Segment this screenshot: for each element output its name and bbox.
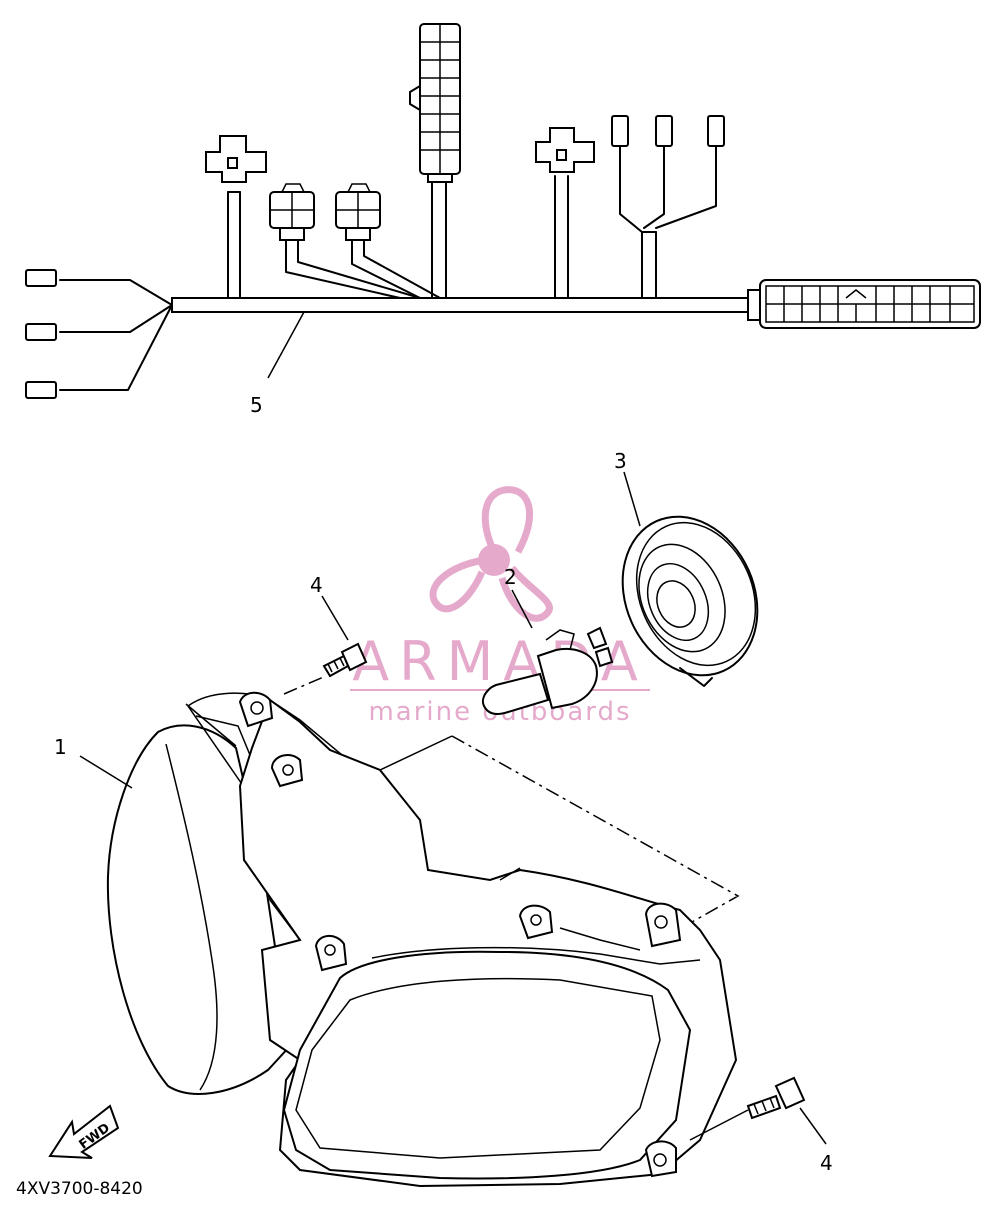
callout-3: 3 bbox=[614, 449, 627, 473]
propeller-logo-icon bbox=[429, 486, 553, 622]
harness-terminal-connectors-left bbox=[25, 269, 57, 399]
callout-4-lower: 4 bbox=[820, 1151, 833, 1175]
callout-2: 2 bbox=[504, 565, 517, 589]
alignment-line bbox=[283, 675, 327, 695]
headlight-bulb bbox=[482, 626, 614, 715]
fwd-arrow-icon: FWD bbox=[48, 1104, 120, 1159]
leader-line-5 bbox=[267, 311, 305, 379]
callout-1: 1 bbox=[54, 735, 67, 759]
headlight-assembly bbox=[106, 691, 738, 1188]
leader-line-4-lower bbox=[799, 1107, 827, 1145]
callout-4-upper: 4 bbox=[310, 573, 323, 597]
screw-lower bbox=[746, 1076, 806, 1120]
harness-multi-pin-connector-tall bbox=[409, 23, 461, 183]
alignment-line-bulb bbox=[451, 735, 740, 923]
harness-coupler-right bbox=[535, 127, 595, 173]
harness-multi-pin-connector-wide bbox=[747, 279, 981, 329]
harness-coupler-left bbox=[205, 135, 267, 183]
leader-line-3 bbox=[623, 471, 641, 527]
bulb-cover bbox=[621, 515, 759, 687]
harness-coupler-pair bbox=[269, 183, 381, 241]
harness-spade-connectors bbox=[611, 115, 725, 147]
part-code: 4XV3700-8420 bbox=[16, 1179, 143, 1199]
leader-line-4-upper bbox=[321, 595, 349, 641]
leader-line-2 bbox=[511, 589, 533, 629]
leader-line-1 bbox=[79, 755, 133, 789]
screw-upper bbox=[322, 642, 368, 678]
callout-5: 5 bbox=[250, 393, 263, 417]
wire-harness bbox=[59, 145, 749, 391]
